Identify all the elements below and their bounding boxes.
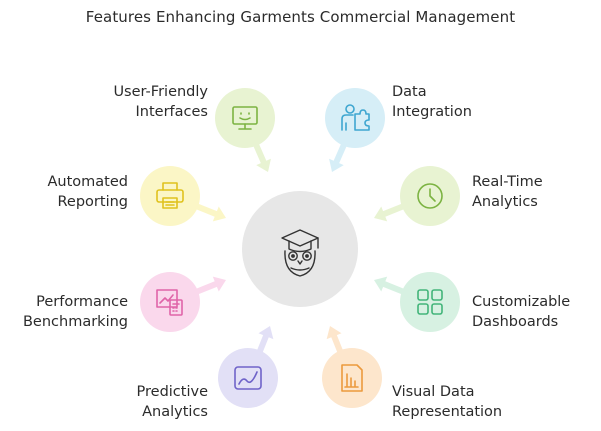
arrow-head-data: [329, 158, 344, 172]
owl-graduation-cap-icon: [281, 229, 319, 277]
arrow-head-dashboards: [374, 276, 388, 292]
arrow-head-ui: [256, 158, 271, 172]
arrow-head-benchmark: [212, 276, 226, 292]
person-puzzle-icon: [341, 104, 370, 131]
arrow-head-predictive: [258, 326, 274, 340]
node-dashboards: [400, 272, 460, 332]
node-reporting: [140, 166, 200, 226]
arrow-head-reporting: [212, 206, 226, 222]
arrow-head-realtime: [374, 206, 388, 222]
arrow-benchmark: [193, 281, 219, 295]
center-circle: [242, 191, 358, 307]
arrow-dashboards: [381, 281, 407, 295]
arrow-reporting: [193, 203, 219, 217]
chart-calculator-icon: [156, 289, 183, 316]
trend-line-icon: [234, 366, 262, 390]
clock-icon: [417, 183, 443, 209]
bar-chart-file-icon: [341, 364, 363, 392]
monitor-smile-icon: [232, 106, 258, 130]
node-visual: [322, 348, 382, 408]
grid-icon: [417, 289, 443, 315]
printer-icon: [156, 182, 184, 209]
node-ui: [215, 88, 275, 148]
arrow-head-visual: [326, 326, 342, 340]
arrow-realtime: [381, 203, 407, 217]
diagram-title: Features Enhancing Garments Commercial M…: [85, 8, 516, 26]
node-predictive: [218, 348, 278, 408]
